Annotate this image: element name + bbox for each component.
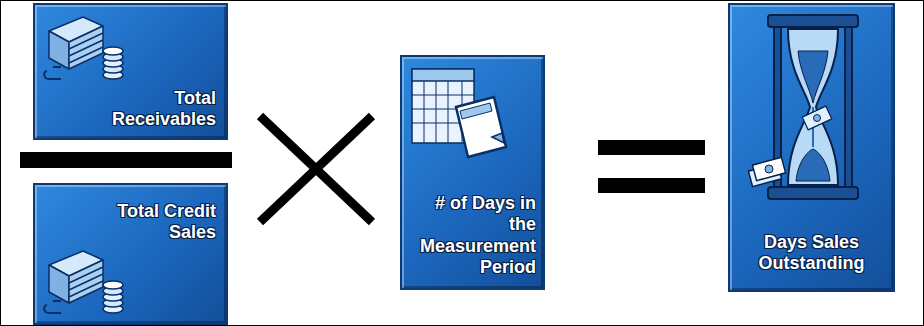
- cash-icon-part: [103, 47, 123, 55]
- cash-icon-part: [44, 305, 61, 313]
- box-label: Total Receivables: [86, 88, 216, 130]
- days-period-box: # of Days in the Measurement Period: [400, 55, 545, 290]
- fraction-bar: [20, 152, 232, 168]
- hourglass-icon-part: [802, 106, 831, 130]
- box-label: Days Sales Outstanding: [739, 232, 884, 274]
- dso-result-box: Days Sales Outstanding: [728, 3, 895, 292]
- hourglass-icon-part: [768, 15, 858, 27]
- hourglass-icon-part: [768, 187, 858, 199]
- cash-icon-part: [49, 31, 69, 69]
- cash-icon: [43, 9, 127, 83]
- box-label: Total Credit Sales: [86, 201, 216, 243]
- cash-icon-part: [69, 267, 103, 297]
- multiply-sign: [260, 116, 372, 222]
- equals-sign: [598, 178, 705, 193]
- hourglass-icon-part: [765, 165, 773, 173]
- cash-icon-part: [44, 17, 123, 79]
- hourglass-icon-part: [796, 149, 830, 181]
- box-label: # of Days in the Measurement Period: [409, 193, 536, 278]
- calendar-icon-part: [460, 103, 492, 119]
- calendar-icon: [406, 63, 518, 167]
- cash-icon-part: [69, 26, 103, 69]
- credit-sales-box: Total Credit Sales: [33, 183, 228, 325]
- hourglass-icon-part: [752, 157, 785, 180]
- hourglass-icon-part: [814, 115, 821, 122]
- cash-icon-part: [44, 251, 123, 313]
- multiply-sign: [260, 116, 372, 222]
- cash-icon-part: [44, 71, 61, 79]
- cash-icon-part: [49, 265, 69, 303]
- cash-icon-part: [103, 281, 123, 289]
- cash-icon-part: [53, 66, 61, 68]
- cash-icon-part: [53, 300, 61, 302]
- hourglass-icon: [746, 11, 876, 207]
- hourglass-icon-part: [788, 29, 838, 185]
- receivables-box: Total Receivables: [33, 3, 228, 140]
- calendar-icon-part: [456, 97, 506, 157]
- cash-icon-part: [69, 260, 103, 303]
- calendar-icon-part: [412, 69, 506, 157]
- hourglass-icon-part: [845, 27, 852, 187]
- calendar-icon-part: [492, 133, 504, 143]
- equals-sign: [598, 140, 705, 155]
- calendar-icon-part: [412, 69, 474, 81]
- hourglass-icon-part: [798, 51, 828, 103]
- cash-icon: [43, 243, 127, 317]
- hourglass-icon-part: [748, 15, 858, 199]
- cash-icon-part: [69, 33, 103, 63]
